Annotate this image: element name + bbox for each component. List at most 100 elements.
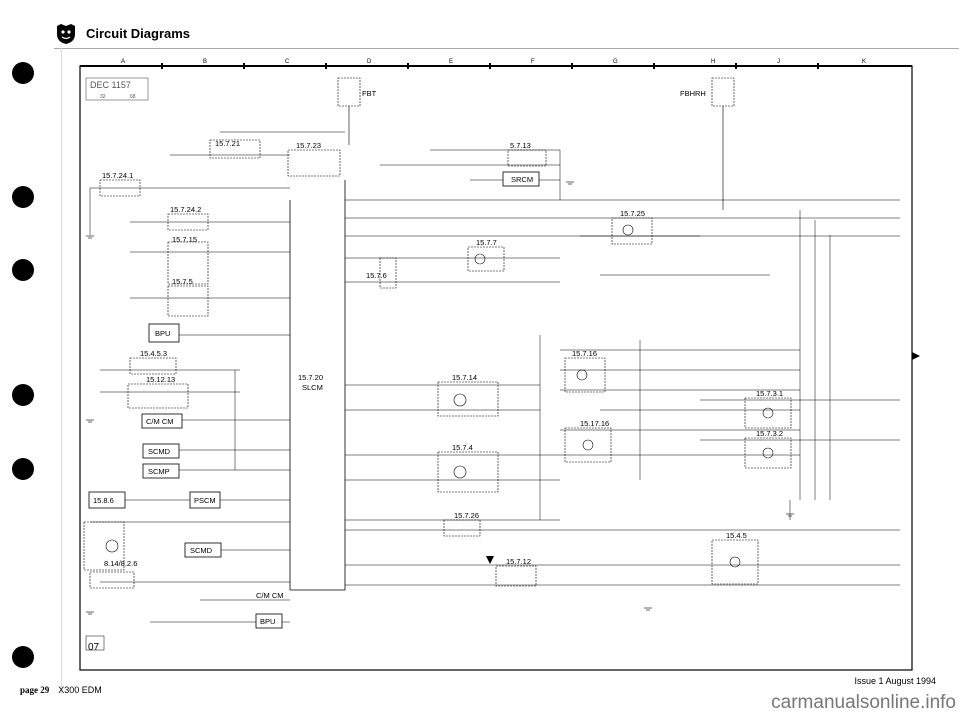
relay-15-7-15 <box>167 241 209 285</box>
grid-col-k: K <box>862 59 866 65</box>
slcm-module: 15.7.20 SLCM <box>289 180 346 591</box>
corner-code: 07 <box>88 642 100 653</box>
doc-code: X300 EDM <box>58 685 102 695</box>
srcm-box <box>502 171 540 187</box>
fbt-label: FBT <box>362 89 377 98</box>
relay-15-7-4 <box>437 451 499 493</box>
circuit-ref-labels: 15.7.24.1 15.7.21 15.7.23 5.7.13 15.7.24… <box>102 139 783 568</box>
ref-15-7-12: 15.7.12 <box>506 557 531 566</box>
binder-hole <box>12 259 34 281</box>
relay-15-12-13 <box>127 383 189 409</box>
binder-hole <box>12 186 34 208</box>
relay-15-7-23 <box>287 149 341 177</box>
grid-ticks <box>161 63 819 69</box>
ref-15-7-26: 15.7.26 <box>454 511 479 520</box>
ref-15-4-5: 15.4.5 <box>726 531 747 540</box>
ref-15-4-5-3: 15.4.5.3 <box>140 349 167 358</box>
relay-block-left <box>83 521 125 571</box>
ref-15-8-6-box <box>88 491 126 509</box>
fuse-fbt: FBT <box>337 77 377 145</box>
relay-8-14 <box>89 571 135 589</box>
ref-15-7-25: 15.7.25 <box>620 209 645 218</box>
grid-col-d: D <box>367 59 372 65</box>
relay-5-7-13 <box>507 149 547 167</box>
junction-triangle-icon <box>486 556 494 564</box>
ground-symbols <box>86 181 794 615</box>
watermark: carmanualsonline.info <box>771 692 956 713</box>
relay-15-7-3-1 <box>744 397 792 429</box>
scmd2-box <box>184 542 222 558</box>
relay-15-7-16 <box>564 357 606 393</box>
grid-col-e: E <box>449 59 453 65</box>
page-title: Circuit Diagrams <box>86 26 191 41</box>
binder-hole <box>12 646 34 668</box>
scmd-label: SCMD <box>148 447 171 456</box>
ref-15-7-21: 15.7.21 <box>215 139 240 148</box>
relay-15-17-16 <box>564 427 612 463</box>
scmd2-label: SCMD <box>190 546 213 555</box>
date-stamp: DEC 1157 32 68 <box>85 77 149 101</box>
page-number: page 29 <box>20 685 50 695</box>
ref-15-7-6: 15.7.6 <box>366 271 387 280</box>
bpu-label: BPU <box>155 329 170 338</box>
footer-left: page 29 X300 EDM <box>20 685 102 695</box>
relay-15-7-25 <box>611 217 653 245</box>
grid-col-g: G <box>613 59 618 65</box>
relay-15-4-5-3 <box>129 357 177 375</box>
relay-15-7-26 <box>443 519 481 537</box>
scmd-box <box>142 443 180 459</box>
relay-15-7-24-2 <box>167 213 209 231</box>
stamp-line1: DEC 1157 <box>90 80 131 90</box>
cm-cm-box <box>141 413 183 429</box>
binder-hole <box>12 384 34 406</box>
module-boxes: SRCM BPU C/M CM SCMD SCMP 15.8.6 PSCM SC… <box>88 171 540 629</box>
grid-col-a: A <box>121 59 125 65</box>
grid-col-f: F <box>531 59 535 65</box>
ref-15-7-7: 15.7.7 <box>476 238 497 247</box>
fuse-fbhrh: FBHRH <box>680 77 735 210</box>
scmp-label: SCMP <box>148 467 170 476</box>
grid-col-j: J <box>777 59 780 65</box>
slcm-code: 15.7.20 <box>298 373 323 382</box>
cm-cm2-label: C/M CM <box>256 591 284 600</box>
ref-15-7-24-2: 15.7.24.2 <box>170 205 201 214</box>
bpu2-box <box>255 613 283 629</box>
ref-5-7-13: 5.7.13 <box>510 141 531 150</box>
ref-15-7-14: 15.7.14 <box>452 373 477 382</box>
relay-15-7-24-1 <box>99 179 141 197</box>
ref-15-7-3-1: 15.7.3.1 <box>756 389 783 398</box>
page-header: Circuit Diagrams <box>0 0 960 48</box>
margin-rule <box>61 48 62 694</box>
cm-cm-label: C/M CM <box>146 417 174 426</box>
binder-hole <box>12 458 34 480</box>
grid-col-c: C <box>285 59 290 65</box>
ref-8-14-8-2-6: 8.14/8.2.6 <box>104 559 137 568</box>
ref-15-12-13: 15.12.13 <box>146 375 175 384</box>
ref-15-7-16: 15.7.16 <box>572 349 597 358</box>
ref-15-7-3-2: 15.7.3.2 <box>756 429 783 438</box>
ref-15-7-24-1: 15.7.24.1 <box>102 171 133 180</box>
relay-symbols <box>105 224 774 568</box>
issue-date: Issue 1 August 1994 <box>854 676 936 686</box>
relay-boxes <box>83 139 792 589</box>
pscm-box <box>189 491 221 509</box>
grid-col-b: B <box>203 59 207 65</box>
continue-arrow-icon <box>912 352 920 360</box>
pscm-label: PSCM <box>194 496 216 505</box>
relay-15-4-5 <box>711 539 759 585</box>
scmp-box <box>142 463 180 479</box>
header-rule <box>54 48 959 49</box>
bpu2-label: BPU <box>260 617 275 626</box>
relay-15-7-7 <box>467 246 505 272</box>
ref-15-8-6-label: 15.8.6 <box>93 496 114 505</box>
ref-15-7-23: 15.7.23 <box>296 141 321 150</box>
stamp-line2: 32 <box>100 94 106 100</box>
relay-15-7-12 <box>495 565 537 587</box>
relay-15-7-5 <box>167 285 209 317</box>
grid-labels: A B C D E F G H J K <box>121 59 866 65</box>
relay-15-7-21 <box>209 139 261 159</box>
ref-15-7-15: 15.7.15 <box>172 235 197 244</box>
fbhrh-label: FBHRH <box>680 89 706 98</box>
ref-15-7-5: 15.7.5 <box>172 277 193 286</box>
